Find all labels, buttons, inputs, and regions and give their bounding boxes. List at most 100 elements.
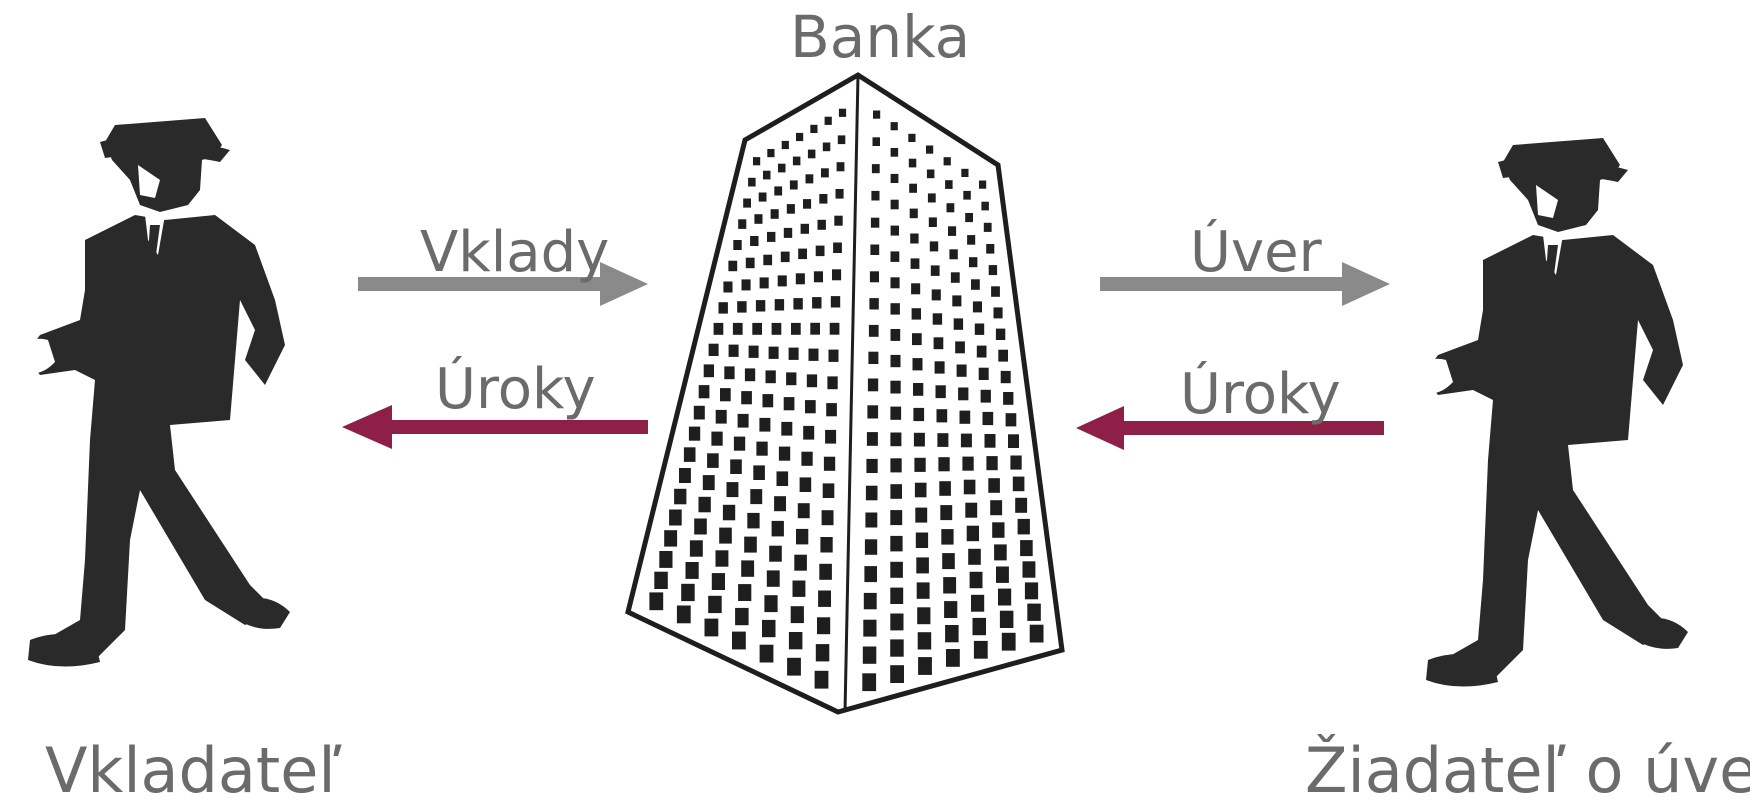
building-window	[871, 164, 880, 174]
building-window	[664, 530, 678, 547]
building-window	[704, 618, 719, 637]
building-window	[803, 425, 815, 440]
building-window	[918, 657, 932, 675]
building-window	[821, 510, 834, 526]
building-window	[800, 223, 809, 234]
building-window	[836, 162, 845, 172]
building-window	[908, 133, 916, 142]
building-window	[1003, 392, 1014, 405]
building-window	[994, 544, 1007, 561]
building-window	[992, 522, 1005, 538]
building-window	[973, 640, 988, 659]
building-window	[1029, 624, 1044, 643]
building-window	[769, 545, 782, 562]
building-window	[801, 451, 813, 466]
building-window	[980, 389, 991, 403]
building-window	[929, 241, 939, 252]
building-window	[803, 199, 812, 209]
building-window	[799, 477, 812, 492]
building-window	[833, 242, 842, 253]
building-window	[863, 619, 877, 637]
building-window	[828, 349, 839, 362]
building-window	[890, 251, 900, 262]
building-window	[909, 183, 917, 193]
building-window	[940, 505, 953, 521]
building-window	[694, 518, 707, 535]
building-window	[976, 345, 987, 358]
building-window	[685, 562, 699, 579]
building-window	[908, 158, 917, 168]
building-window	[733, 436, 746, 451]
building-window	[722, 504, 736, 521]
building-window	[963, 479, 976, 495]
building-window	[926, 169, 935, 179]
building-window	[912, 358, 923, 371]
building-window	[999, 610, 1014, 628]
building-window	[996, 566, 1009, 583]
building-window	[946, 203, 955, 213]
building-window	[868, 324, 879, 337]
building-window	[943, 157, 951, 166]
building-window	[890, 561, 903, 578]
building-window	[798, 248, 807, 260]
building-window	[763, 254, 773, 266]
building-window	[930, 265, 940, 276]
building-window	[788, 632, 803, 650]
building-window	[867, 378, 879, 392]
building-window	[946, 649, 960, 667]
building-window	[753, 157, 761, 166]
building-window	[770, 209, 779, 219]
depositor-icon	[18, 118, 290, 667]
building-window	[835, 189, 844, 199]
building-window	[890, 199, 899, 210]
building-window	[759, 417, 771, 432]
building-window	[870, 217, 880, 228]
building-window	[913, 383, 924, 396]
building-window	[790, 606, 804, 624]
building-window	[771, 322, 782, 335]
building-window	[693, 405, 705, 420]
building-window	[869, 271, 879, 283]
building-window	[890, 510, 903, 526]
building-window	[810, 124, 818, 133]
building-window	[988, 265, 998, 276]
building-window	[890, 613, 904, 631]
building-window	[753, 465, 765, 480]
building-window	[765, 370, 776, 384]
building-window	[747, 512, 760, 529]
building-window	[771, 520, 784, 537]
building-window	[715, 550, 729, 567]
building-window	[890, 122, 898, 131]
building-window	[792, 580, 806, 597]
loan-label: Úver	[1190, 220, 1322, 285]
building-window	[958, 387, 969, 401]
building-window	[949, 249, 958, 260]
building-window	[820, 537, 833, 553]
building-window	[796, 132, 804, 142]
building-window	[669, 509, 682, 526]
building-window	[766, 570, 780, 587]
building-window	[774, 186, 783, 196]
building-windows	[649, 108, 1044, 692]
building-window	[788, 347, 799, 360]
building-window	[837, 135, 846, 145]
building-window	[777, 275, 787, 287]
building-window	[781, 421, 793, 436]
building-window	[679, 468, 691, 483]
building-window	[703, 364, 714, 378]
building-window	[787, 657, 801, 676]
building-window	[1010, 455, 1022, 470]
building-window	[786, 204, 795, 214]
building-window	[807, 149, 816, 159]
building-window	[708, 595, 722, 614]
building-window	[971, 594, 985, 612]
building-window	[945, 625, 959, 643]
building-window	[934, 361, 945, 374]
building-window	[815, 245, 825, 257]
building-window	[728, 344, 739, 357]
building-window	[792, 156, 801, 166]
building-window	[868, 351, 879, 364]
building-window	[829, 322, 840, 335]
building-window	[724, 366, 735, 380]
building-window	[932, 313, 943, 325]
